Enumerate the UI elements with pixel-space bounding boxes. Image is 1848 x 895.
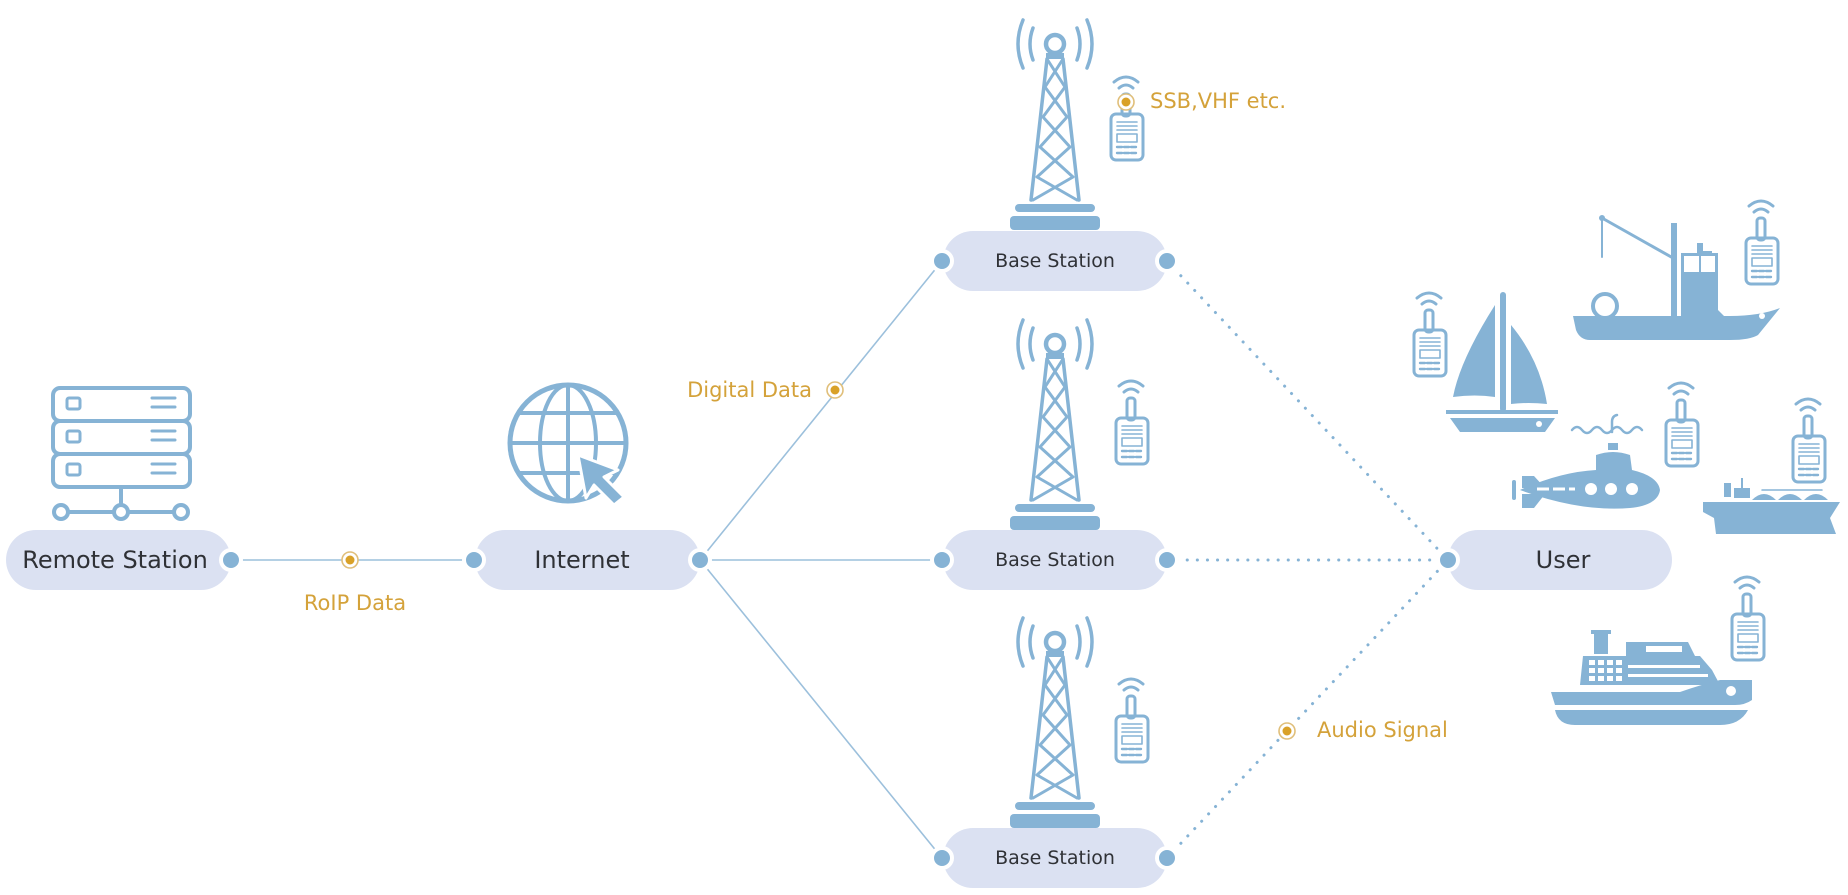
user-node: User	[1436, 530, 1672, 590]
user-label: User	[1536, 546, 1591, 574]
remote-station-node: Remote Station	[6, 530, 243, 590]
base-station-top-label: Base Station	[995, 250, 1115, 272]
ssb-vhf-marker	[1117, 93, 1135, 111]
roip-data-label: RoIP Data	[304, 591, 406, 615]
base-station-top-node: Base Station	[930, 231, 1179, 291]
handheld-radio-icon	[1109, 75, 1145, 162]
user-port	[1436, 548, 1460, 572]
base-station-middle-label: Base Station	[995, 549, 1115, 571]
base-station-bottom-port-out	[1155, 846, 1179, 870]
handheld-radio-icon	[1730, 575, 1766, 662]
base-station-bottom-port-in	[930, 846, 954, 870]
handheld-radio-icon	[1412, 291, 1448, 378]
radio-tower-icon	[1010, 20, 1100, 230]
tanker-ship-icon	[1703, 478, 1840, 534]
internet-port-out	[688, 548, 712, 572]
base-station-middle-port-out	[1155, 548, 1179, 572]
cruise-ship-icon	[1551, 630, 1752, 725]
base-station-middle-node: Base Station	[930, 530, 1179, 590]
remote-station-label: Remote Station	[22, 546, 208, 574]
internet-node: Internet	[462, 530, 712, 590]
internet-port-in	[462, 548, 486, 572]
link-internet-to-base-bottom	[699, 559, 943, 859]
digital-data-label: Digital Data	[687, 378, 812, 402]
audio-signal-label: Audio Signal	[1317, 718, 1448, 742]
base-station-middle-port-in	[930, 548, 954, 572]
audio-signal-marker	[1278, 722, 1296, 740]
handheld-radio-icon	[1791, 397, 1827, 484]
base-station-top-port-out	[1155, 249, 1179, 273]
base-station-bottom-label: Base Station	[995, 847, 1115, 869]
ssb-vhf-label: SSB,VHF etc.	[1150, 89, 1286, 113]
handheld-radio-icon	[1114, 677, 1150, 764]
server-rack-icon	[51, 386, 192, 521]
remote-station-port	[219, 548, 243, 572]
radio-tower-icon	[1010, 320, 1100, 530]
radio-tower-icon	[1010, 618, 1100, 828]
base-station-bottom-node: Base Station	[930, 828, 1179, 888]
handheld-radio-icon	[1114, 379, 1150, 466]
submarine-icon	[1512, 413, 1660, 509]
handheld-radio-icon	[1744, 199, 1780, 286]
roip-data-marker	[341, 551, 359, 569]
audio-link-base-bottom-to-user	[1165, 558, 1450, 860]
internet-label: Internet	[534, 546, 629, 574]
link-internet-to-base-top	[699, 260, 943, 561]
fishing-boat-icon	[1573, 215, 1780, 340]
audio-link-base-top-to-user	[1165, 259, 1450, 562]
base-station-top-port-in	[930, 249, 954, 273]
digital-data-marker	[826, 381, 844, 399]
sailboat-icon	[1446, 292, 1558, 432]
globe-cursor-icon	[507, 382, 629, 507]
handheld-radio-icon	[1664, 381, 1700, 468]
